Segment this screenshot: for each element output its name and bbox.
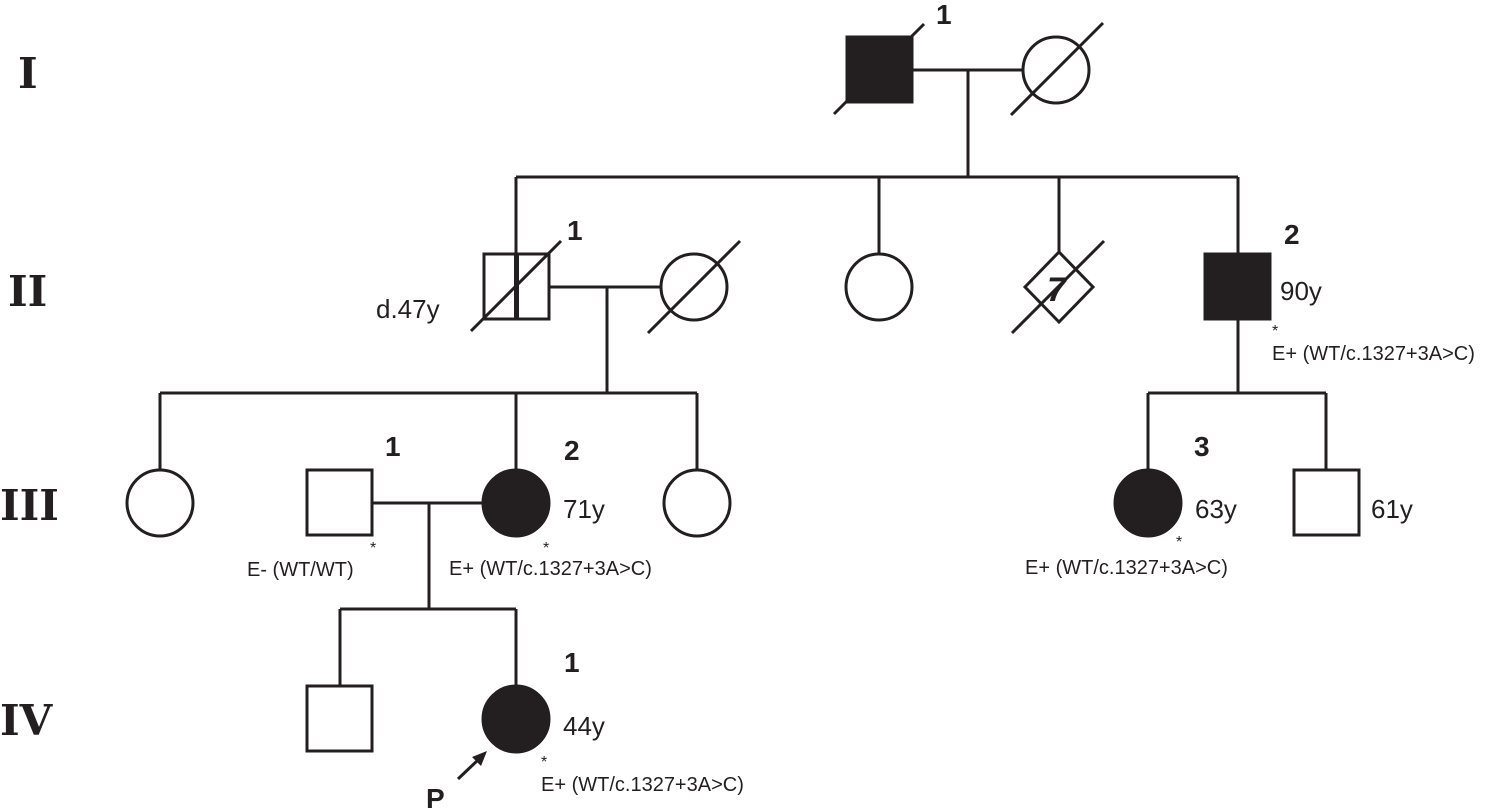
- unaffected-female-symbol: [125, 468, 195, 538]
- individual-number: 3: [1194, 431, 1210, 462]
- age: 61y: [1371, 494, 1413, 524]
- age: 90y: [1280, 276, 1322, 306]
- individual-number: 1: [567, 215, 583, 246]
- proband-label: P: [426, 783, 445, 810]
- deceased-slash: [832, 22, 926, 116]
- unaffected-female-symbol: [662, 468, 732, 538]
- affected-female-symbol: [481, 468, 551, 538]
- tested-marker: *: [1272, 323, 1278, 340]
- proband-arrow-icon: [472, 751, 487, 766]
- deceased-slash: [1010, 239, 1106, 335]
- genotype-label: E+ (WT/c.1327+3A>C): [449, 558, 652, 580]
- tested-marker: *: [541, 754, 547, 771]
- proband-arrow-shaft: [456, 757, 481, 781]
- individual-number: 1: [564, 647, 580, 678]
- individual-III2: 2 71y * E+ (WT/c.1327+3A>C): [449, 435, 652, 580]
- individual-II-daughter: [844, 252, 914, 322]
- affected-female-symbol: [1113, 468, 1183, 538]
- individual-III-brother: 61y: [1292, 468, 1413, 537]
- individual-number: 1: [936, 0, 952, 30]
- age: 44y: [563, 711, 605, 741]
- individual-IV1-proband: 1 44y * E+ (WT/c.1327+3A>C) P: [426, 647, 744, 810]
- individual-II-sibship: 7: [1010, 239, 1106, 335]
- individual-III3: 3 63y * E+ (WT/c.1327+3A>C): [1025, 431, 1237, 579]
- generation-label-4: IV: [0, 696, 54, 745]
- genotype-label: E+ (WT/c.1327+3A>C): [1272, 343, 1475, 365]
- tested-marker: *: [370, 540, 376, 557]
- individual-III-right-female: [662, 468, 732, 538]
- individual-number: 1: [385, 431, 401, 462]
- affected-male-symbol: [1203, 252, 1272, 321]
- affected-female-symbol: [481, 684, 551, 754]
- unaffected-female-symbol: [844, 252, 914, 322]
- tested-marker: *: [543, 540, 549, 557]
- age: 63y: [1195, 494, 1237, 524]
- deceased-slash: [646, 239, 742, 335]
- unaffected-male-symbol: [305, 684, 374, 753]
- sibship-count: 7: [1047, 271, 1068, 309]
- individual-III-left-female: [125, 468, 195, 538]
- age: 71y: [563, 494, 605, 524]
- individual-II2: 2 90y * E+ (WT/c.1327+3A>C): [1203, 219, 1475, 365]
- tested-marker: *: [1176, 534, 1182, 551]
- individual-I-spouse: [1009, 21, 1105, 117]
- unaffected-male-symbol: [305, 468, 374, 537]
- deceased-slash: [469, 239, 563, 333]
- individual-II1-spouse: [646, 239, 742, 335]
- generation-label-1: I: [18, 49, 38, 98]
- unaffected-male-symbol: [1292, 468, 1361, 537]
- generation-label-3: III: [0, 481, 59, 530]
- individual-number: 2: [1284, 219, 1300, 250]
- genotype-label: E+ (WT/c.1327+3A>C): [1025, 557, 1228, 579]
- individual-II1: 1 d.47y: [376, 215, 583, 333]
- connector-lines: [158, 68, 1328, 686]
- genotype-label: E- (WT/WT): [247, 559, 354, 581]
- generation-label-2: II: [8, 267, 47, 316]
- individual-I1: 1: [832, 0, 952, 116]
- genotype-label: E+ (WT/c.1327+3A>C): [541, 774, 744, 796]
- individual-III1: 1 * E- (WT/WT): [247, 431, 401, 581]
- individual-number: 2: [564, 435, 580, 466]
- individual-IV-brother: [305, 684, 374, 753]
- age-at-death: d.47y: [376, 294, 440, 324]
- deceased-slash: [1009, 21, 1105, 117]
